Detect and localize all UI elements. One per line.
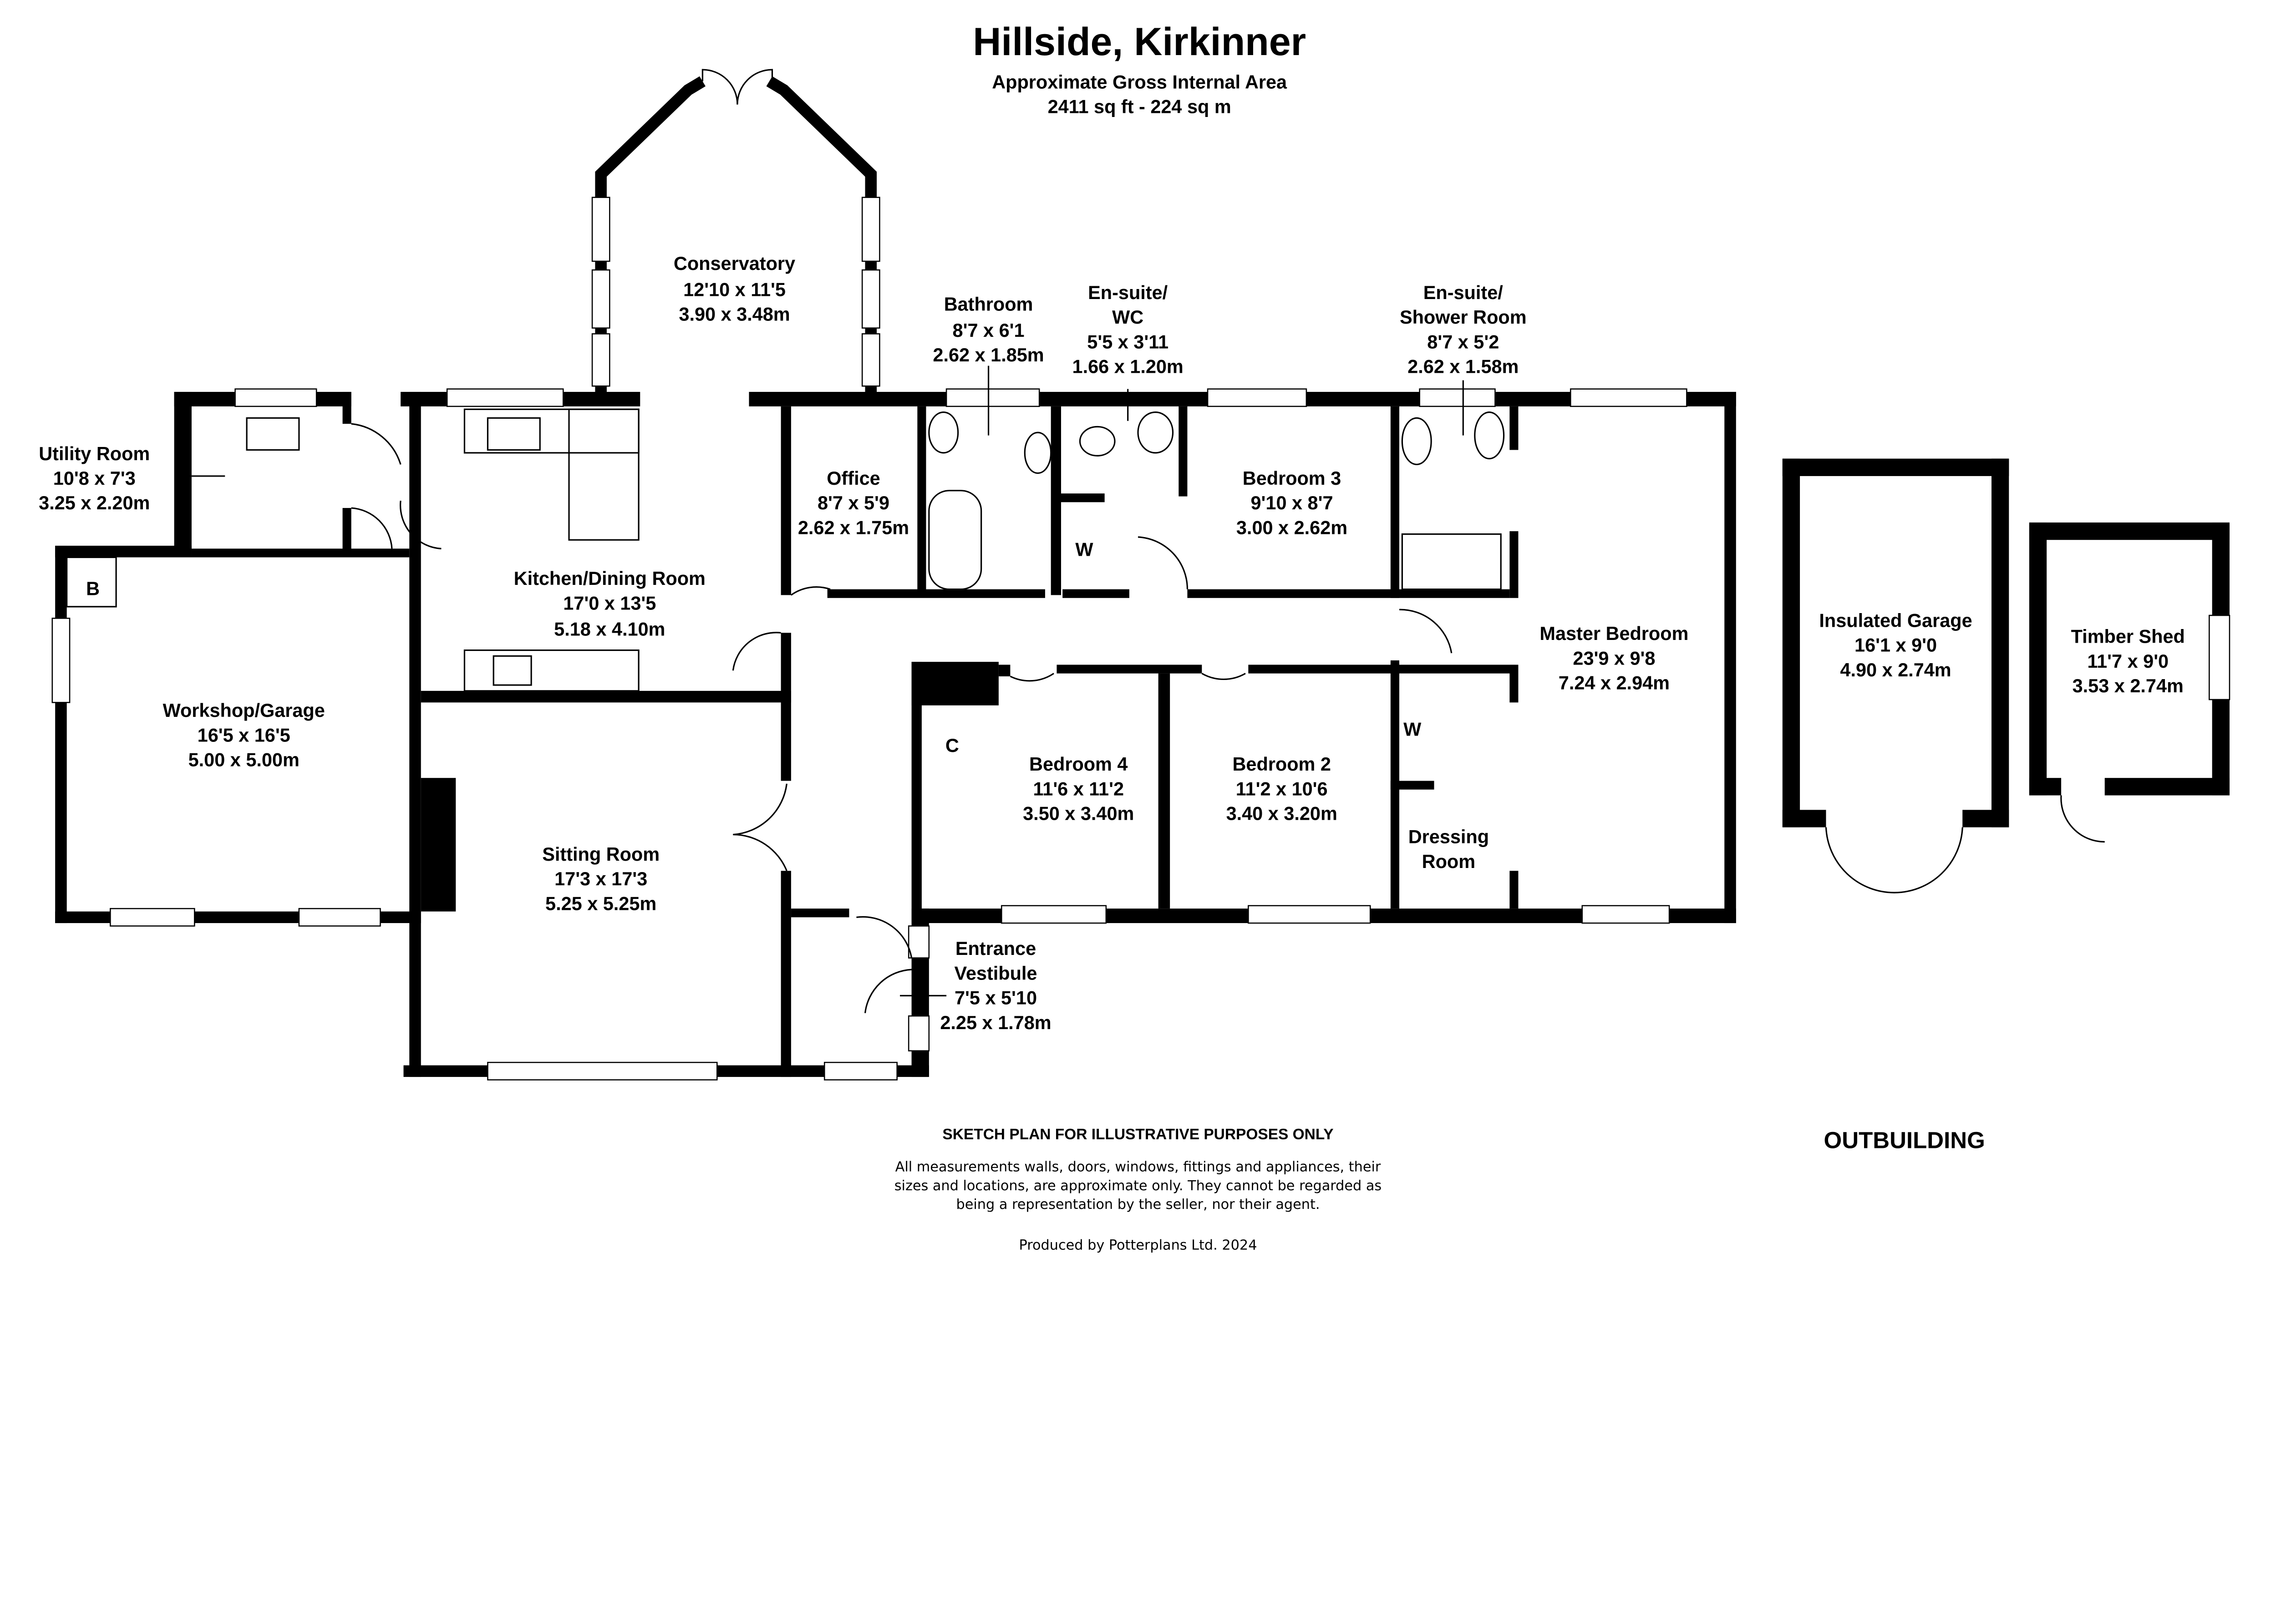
plan-area: 2411 sq ft - 224 sq m xyxy=(1048,96,1231,117)
room-label-line: 16'1 x 9'0 xyxy=(1854,634,1937,656)
room-label-line: Vestibule xyxy=(955,962,1037,984)
room-label-line: 12'10 x 11'5 xyxy=(683,279,786,300)
room-entrance-vestibule: Entrance Vestibule 7'5 x 5'10 2.25 x 1.7… xyxy=(940,938,1051,1033)
room-conservatory: Conservatory 12'10 x 11'5 3.90 x 3.48m xyxy=(674,253,795,325)
footer-credit: Produced by Potterplans Ltd. 2024 xyxy=(1019,1238,1257,1254)
room-label-line: Workshop/Garage xyxy=(163,700,325,721)
plan-title: Hillside, Kirkinner xyxy=(973,20,1306,64)
room-label-line: 8'7 x 5'2 xyxy=(1427,331,1499,352)
disclaimer-line: sizes and locations, are approximate onl… xyxy=(894,1178,1382,1194)
windows xyxy=(51,197,2230,1081)
room-timber-shed: Timber Shed 11'7 x 9'0 3.53 x 2.74m xyxy=(2071,626,2185,696)
room-insulated-garage: Insulated Garage 16'1 x 9'0 4.90 x 2.74m xyxy=(1819,610,1972,680)
room-label-line: Bathroom xyxy=(944,293,1033,315)
room-label-line: Entrance xyxy=(955,938,1036,959)
room-label-line: 5.00 x 5.00m xyxy=(188,749,300,771)
room-utility: Utility Room 10'8 x 7'3 3.25 x 2.20m xyxy=(39,443,150,513)
room-label-line: 17'0 x 13'5 xyxy=(563,592,656,614)
room-label-line: Bedroom 4 xyxy=(1029,753,1128,775)
room-label-line: 3.50 x 3.40m xyxy=(1023,803,1134,824)
room-master-bedroom: Master Bedroom 23'9 x 9'8 7.24 x 2.94m xyxy=(1539,623,1688,693)
room-label-line: 16'5 x 16'5 xyxy=(198,724,290,746)
room-bedroom-4: Bedroom 4 11'6 x 11'2 3.50 x 3.40m xyxy=(1023,753,1134,824)
room-label-line: 2.25 x 1.78m xyxy=(940,1012,1051,1033)
room-label-line: Bedroom 2 xyxy=(1232,753,1331,775)
doors-and-fittings xyxy=(66,69,2105,1013)
room-label-line: 17'3 x 17'3 xyxy=(554,868,647,889)
room-label-line: 4.90 x 2.74m xyxy=(1840,659,1951,680)
room-label-line: Office xyxy=(827,467,880,489)
room-label-line: 11'6 x 11'2 xyxy=(1033,778,1124,799)
room-ensuite-wc: En-suite/ WC 5'5 x 3'11 1.66 x 1.20m xyxy=(1072,282,1184,377)
disclaimer-line: All measurements walls, doors, windows, … xyxy=(895,1159,1381,1175)
room-label-line: 3.90 x 3.48m xyxy=(679,304,790,325)
floor-plan: Hillside, Kirkinner Approximate Gross In… xyxy=(39,20,2230,1254)
room-label-line: Kitchen/Dining Room xyxy=(514,568,706,589)
boiler-marker: B xyxy=(86,578,100,599)
room-label-line: Insulated Garage xyxy=(1819,610,1972,631)
room-label-line: Master Bedroom xyxy=(1539,623,1688,644)
room-label-line: Conservatory xyxy=(674,253,795,274)
walls xyxy=(55,76,2230,1077)
room-label-line: 1.66 x 1.20m xyxy=(1072,356,1184,377)
room-ensuite-shower: En-suite/ Shower Room 8'7 x 5'2 2.62 x 1… xyxy=(1400,282,1527,377)
room-dims-metric: 3.25 x 2.20m xyxy=(39,492,150,513)
room-dressing: Dressing Room xyxy=(1408,826,1489,872)
room-label-line: WC xyxy=(1112,306,1143,328)
wardrobe-marker: W xyxy=(1075,538,1093,560)
cupboard-marker: C xyxy=(945,735,959,756)
room-label-line: Sitting Room xyxy=(542,843,660,865)
footer-heading: SKETCH PLAN FOR ILLUSTRATIVE PURPOSES ON… xyxy=(942,1126,1333,1143)
room-label-line: Room xyxy=(1422,851,1475,872)
room-label-line: 8'7 x 5'9 xyxy=(818,492,889,513)
room-workshop-garage: Workshop/Garage 16'5 x 16'5 5.00 x 5.00m xyxy=(163,700,325,770)
room-kitchen-dining: Kitchen/Dining Room 17'0 x 13'5 5.18 x 4… xyxy=(514,568,706,640)
room-label-line: Bedroom 3 xyxy=(1243,467,1341,489)
wardrobe-marker: W xyxy=(1403,719,1422,740)
room-label-line: 5'5 x 3'11 xyxy=(1087,331,1168,352)
room-dims-imperial: 10'8 x 7'3 xyxy=(53,467,136,489)
room-label-line: 5.25 x 5.25m xyxy=(545,893,656,914)
room-label-line: 11'2 x 10'6 xyxy=(1236,778,1328,799)
room-label-line: 7.24 x 2.94m xyxy=(1559,672,1670,694)
room-bathroom: Bathroom 8'7 x 6'1 2.62 x 1.85m xyxy=(933,293,1044,365)
room-name: Utility Room xyxy=(39,443,150,464)
room-label-line: Dressing xyxy=(1408,826,1489,848)
room-label-line: 9'10 x 8'7 xyxy=(1251,492,1333,513)
room-label-line: 7'5 x 5'10 xyxy=(955,987,1037,1009)
room-sitting: Sitting Room 17'3 x 17'3 5.25 x 5.25m xyxy=(542,843,660,914)
outbuilding-label: OUTBUILDING xyxy=(1824,1127,1985,1153)
room-label-line: 3.00 x 2.62m xyxy=(1236,517,1347,538)
room-label-line: 2.62 x 1.85m xyxy=(933,344,1044,365)
room-label-line: 2.62 x 1.58m xyxy=(1407,356,1519,377)
disclaimer-line: being a representation by the seller, no… xyxy=(956,1197,1320,1213)
room-label-line: Timber Shed xyxy=(2071,626,2185,647)
room-office: Office 8'7 x 5'9 2.62 x 1.75m xyxy=(798,467,909,538)
room-label-line: En-suite/ xyxy=(1423,282,1503,303)
room-bedroom-3: Bedroom 3 9'10 x 8'7 3.00 x 2.62m xyxy=(1236,467,1347,538)
room-label-line: Shower Room xyxy=(1400,306,1527,328)
room-label-line: 3.40 x 3.20m xyxy=(1226,803,1337,824)
room-label-line: 2.62 x 1.75m xyxy=(798,517,909,538)
room-label-line: En-suite/ xyxy=(1088,282,1168,303)
plan-subtitle: Approximate Gross Internal Area xyxy=(992,71,1287,93)
room-label-line: 23'9 x 9'8 xyxy=(1573,647,1655,669)
room-label-line: 3.53 x 2.74m xyxy=(2073,675,2184,696)
room-bedroom-2: Bedroom 2 11'2 x 10'6 3.40 x 3.20m xyxy=(1226,753,1337,824)
room-label-line: 11'7 x 9'0 xyxy=(2087,650,2169,672)
room-label-line: 8'7 x 6'1 xyxy=(953,320,1025,341)
room-label-line: 5.18 x 4.10m xyxy=(554,619,665,640)
